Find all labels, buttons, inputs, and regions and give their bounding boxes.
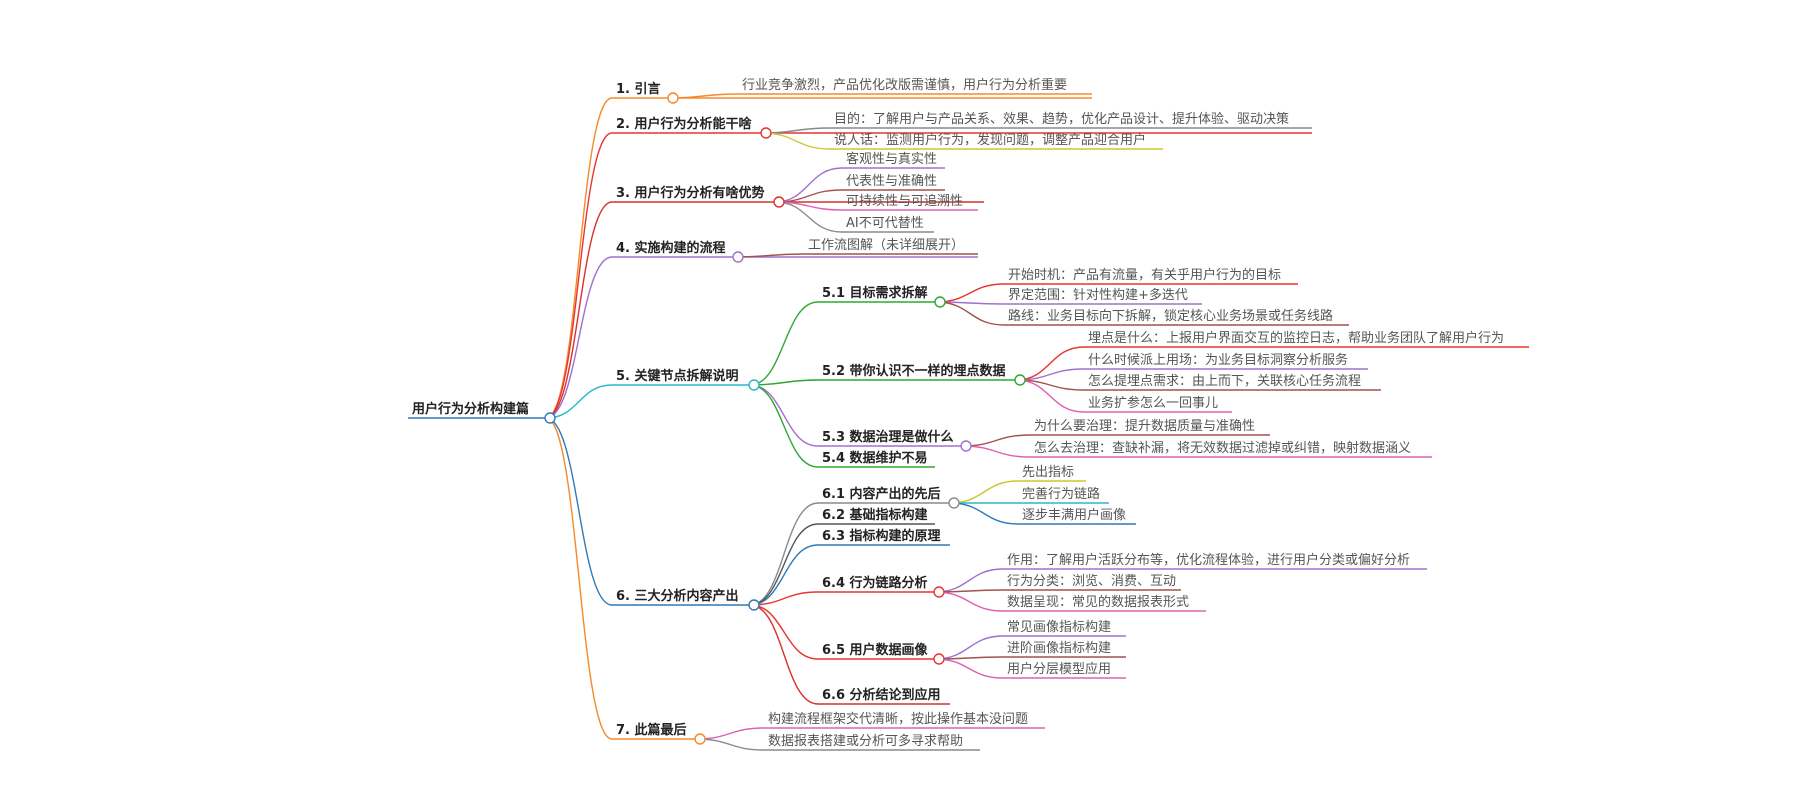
node-label-n52a[interactable]: 埋点是什么：上报用户界面交互的监控日志，帮助业务团队了解用户行为 — [1088, 330, 1504, 346]
node-label-n3[interactable]: 3. 用户行为分析有啥优势 — [616, 185, 765, 201]
collapse-toggle-n3[interactable] — [773, 196, 785, 208]
edge-n64a — [934, 568, 1004, 593]
node-label-n51a[interactable]: 开始时机：产品有流量，有关乎用户行为的目标 — [1008, 267, 1281, 283]
edge-n62 — [749, 523, 819, 606]
edge-n7a — [695, 727, 765, 740]
mind-map-nodes: 用户行为分析构建篇 1. 引言 行业竞争激烈，产品优化改版需谨慎，用户行为分析重要 2… — [411, 77, 1504, 749]
node-label-n66[interactable]: 6.6 分析结论到应用 — [822, 687, 941, 703]
collapse-toggle-n4[interactable] — [732, 251, 744, 263]
edge-n51 — [749, 301, 819, 386]
node-label-n1[interactable]: 1. 引言 — [616, 81, 661, 97]
node-label-n7a[interactable]: 构建流程框架交代清晰，按此操作基本没问题 — [768, 711, 1028, 727]
collapse-toggle-n53[interactable] — [960, 440, 972, 452]
node-label-n53[interactable]: 5.3 数据治理是做什么 — [822, 429, 954, 445]
node-label-n4[interactable]: 4. 实施构建的流程 — [616, 240, 726, 256]
edge-n54 — [749, 384, 819, 468]
node-label-n51c[interactable]: 路线：业务目标向下拆解，锁定核心业务场景或任务线路 — [1008, 308, 1333, 324]
edge-n64c — [934, 591, 1004, 612]
edge-n51a — [935, 283, 1005, 303]
node-label-n2[interactable]: 2. 用户行为分析能干啥 — [616, 116, 752, 132]
collapse-toggle-n52[interactable] — [1014, 374, 1026, 386]
node-label-n3b[interactable]: 代表性与准确性 — [846, 174, 937, 189]
collapse-toggle-n5[interactable] — [748, 379, 760, 391]
collapse-toggle-n1[interactable] — [667, 92, 679, 104]
edge-n53 — [749, 384, 819, 447]
edge-n66 — [749, 604, 819, 705]
node-label-n64[interactable]: 6.4 行为链路分析 — [822, 575, 928, 591]
edge-n52a — [1015, 346, 1085, 381]
collapse-toggle-n6[interactable] — [748, 599, 760, 611]
node-label-n65a[interactable]: 常见画像指标构建 — [1007, 620, 1111, 635]
edge-n6 — [545, 417, 613, 606]
node-label-n65c[interactable]: 用户分层模型应用 — [1007, 661, 1111, 677]
node-label-n5[interactable]: 5. 关键节点拆解说明 — [616, 368, 739, 384]
edge-n3 — [545, 201, 613, 419]
edge-n61c — [949, 502, 1019, 525]
node-label-n4a[interactable]: 工作流图解（未详细展开） — [808, 238, 964, 253]
edge-n65a — [934, 635, 1004, 660]
collapse-toggle-n64[interactable] — [933, 586, 945, 598]
edge-n53a — [961, 434, 1031, 447]
mind-map-edges — [408, 93, 1529, 751]
node-label-n61c[interactable]: 逐步丰满用户画像 — [1022, 507, 1126, 523]
node-label-n64a[interactable]: 作用：了解用户活跃分布等，优化流程体验，进行用户分类或偏好分析 — [1007, 552, 1410, 568]
node-label-n3a[interactable]: 客观性与真实性 — [846, 151, 937, 167]
edge-n53b — [961, 445, 1031, 458]
edge-n4 — [545, 256, 613, 419]
node-label-n53b[interactable]: 怎么去治理：查缺补漏，将无效数据过滤掉或纠错，映射数据涵义 — [1034, 440, 1411, 456]
edge-n63 — [749, 544, 819, 606]
collapse-toggle-n51[interactable] — [934, 296, 946, 308]
node-label-n53a[interactable]: 为什么要治理：提升数据质量与准确性 — [1034, 418, 1255, 434]
node-label-n52c[interactable]: 怎么提埋点需求：由上而下，关联核心任务流程 — [1088, 373, 1361, 389]
node-label-n64c[interactable]: 数据呈现：常见的数据报表形式 — [1007, 594, 1189, 610]
node-label-n2b[interactable]: 说人话：监测用户行为，发现问题，调整产品迎合用户 — [834, 132, 1146, 148]
node-label-n54[interactable]: 5.4 数据维护不易 — [822, 450, 928, 466]
edge-n2a — [761, 127, 831, 134]
node-label-n52d[interactable]: 业务扩参怎么一回事儿 — [1088, 395, 1218, 411]
collapse-toggle-n2[interactable] — [760, 127, 772, 139]
node-label-n51b[interactable]: 界定范围：针对性构建+多迭代 — [1008, 287, 1188, 303]
edge-n2 — [545, 132, 613, 419]
node-label-n61a[interactable]: 先出指标 — [1022, 465, 1074, 480]
node-label-n65[interactable]: 6.5 用户数据画像 — [822, 642, 929, 658]
edge-n61a — [949, 480, 1019, 504]
node-label-n61b[interactable]: 完善行为链路 — [1022, 486, 1100, 502]
node-label-n7[interactable]: 7. 此篇最后 — [616, 722, 687, 738]
collapse-toggle-n65[interactable] — [933, 653, 945, 665]
node-label-n3c[interactable]: 可持续性与可追溯性 — [846, 193, 963, 209]
node-label-n6[interactable]: 6. 三大分析内容产出 — [616, 588, 739, 604]
edge-n1 — [545, 97, 613, 419]
node-label-n51[interactable]: 5.1 目标需求拆解 — [822, 285, 928, 301]
node-label-n52b[interactable]: 什么时候派上用场：为业务目标洞察分析服务 — [1088, 352, 1348, 368]
edge-n65 — [749, 604, 819, 660]
edge-n7b — [695, 738, 765, 751]
node-label-root[interactable]: 用户行为分析构建篇 — [411, 401, 529, 417]
edge-n3a — [774, 167, 843, 203]
collapse-toggle-root[interactable] — [544, 412, 556, 424]
node-label-n64b[interactable]: 行为分类：浏览、消费、互动 — [1007, 573, 1176, 589]
node-label-n63[interactable]: 6.3 指标构建的原理 — [822, 528, 941, 544]
edge-n61 — [749, 502, 819, 606]
node-label-n1a[interactable]: 行业竞争激烈，产品优化改版需谨慎，用户行为分析重要 — [742, 77, 1067, 93]
edge-n7 — [545, 417, 613, 740]
edge-n65c — [934, 658, 1004, 679]
collapse-toggle-n61[interactable] — [948, 497, 960, 509]
node-label-n7b[interactable]: 数据报表搭建或分析可多寻求帮助 — [768, 733, 963, 749]
node-label-n3d[interactable]: AI不可代替性 — [846, 216, 924, 231]
node-label-n2a[interactable]: 目的：了解用户与产品关系、效果、趋势，优化产品设计、提升体验、驱动决策 — [834, 111, 1289, 127]
node-label-n65b[interactable]: 进阶画像指标构建 — [1007, 641, 1111, 656]
edge-n2b — [761, 132, 831, 150]
node-label-n52[interactable]: 5.2 带你认识不一样的埋点数据 — [822, 363, 1006, 379]
node-label-n61[interactable]: 6.1 内容产出的先后 — [822, 486, 941, 502]
edge-n51c — [935, 301, 1005, 326]
node-label-n62[interactable]: 6.2 基础指标构建 — [822, 507, 928, 523]
collapse-toggle-n7[interactable] — [694, 733, 706, 745]
